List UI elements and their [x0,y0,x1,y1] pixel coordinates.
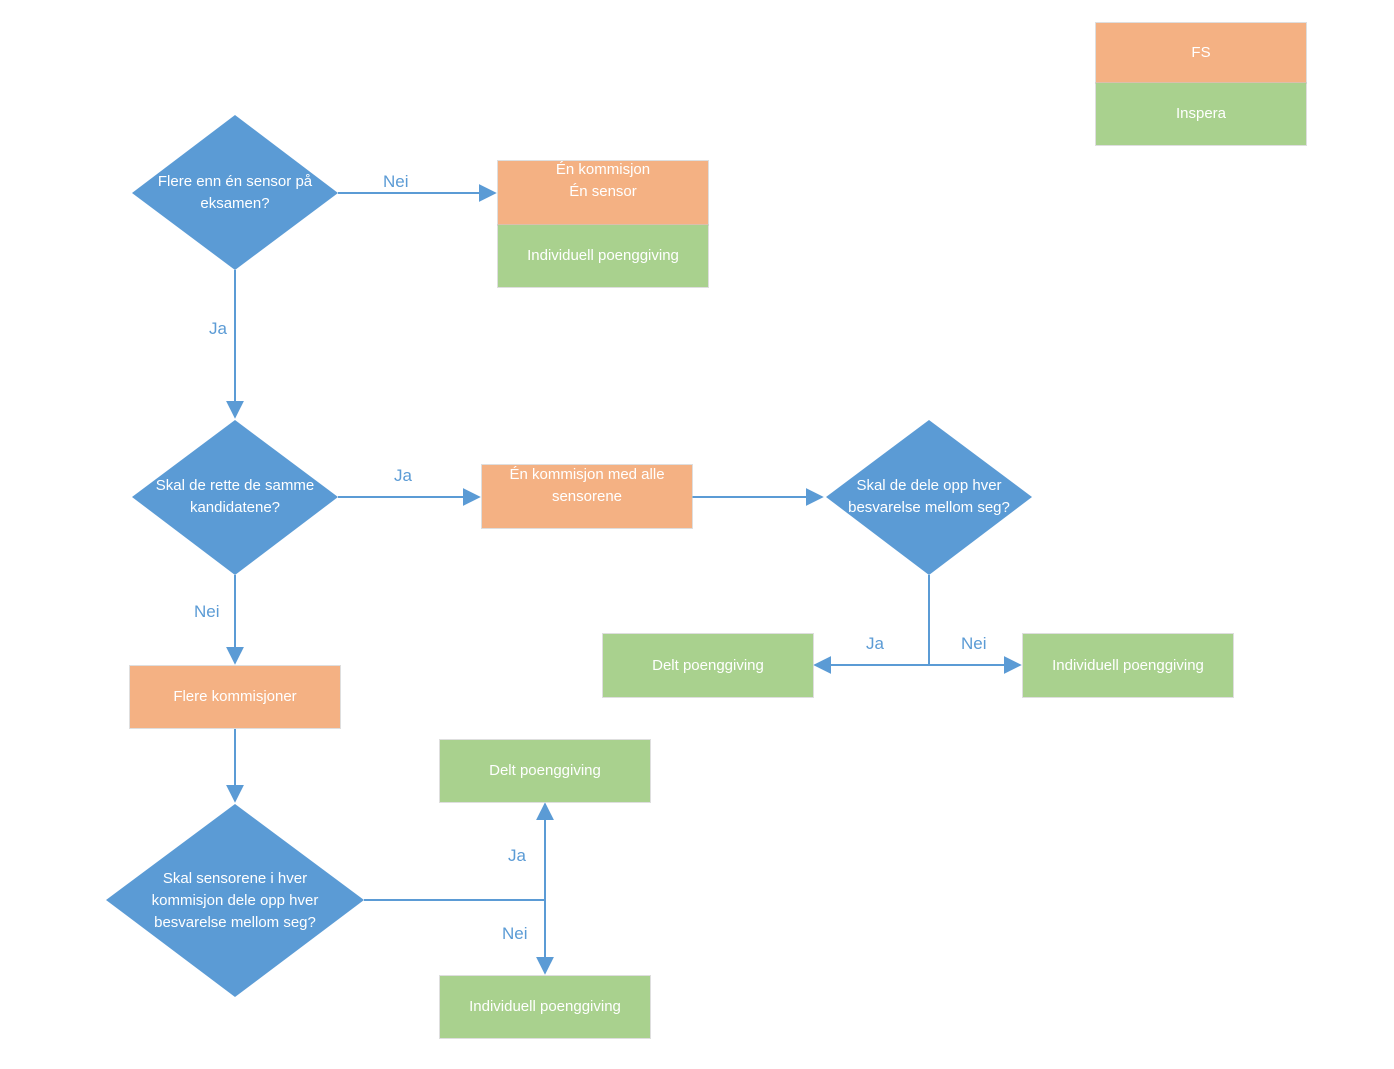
box-one-commission: Én kommisjon Én sensor [498,161,708,225]
decision-text-d2: Skal de rette de samme kandidatene? [132,467,338,527]
edge-label-d3-no: Nei [961,634,987,653]
edge-label-d2-yes: Ja [394,466,412,485]
box-individual-top-label: Individuell poenggiving [527,247,679,264]
decision-diamond-d4 [106,804,364,997]
legend-fs: FS [1096,23,1306,83]
legend-inspera-label: Inspera [1175,105,1227,122]
decision-label-d3: Skal de dele opp hver besvarelse mellom … [848,477,1010,516]
edge-label-d3-yes: Ja [866,634,884,653]
decision-label-d1: Flere enn én sensor på eksamen? [157,173,313,212]
box-one-commission-all-label: Én kommisjon med alle sensorene [509,466,665,505]
decision-text-d1: Flere enn én sensor på eksamen? [132,163,338,223]
decision-label-d4: Skal sensorene i hver kommisjon dele opp… [151,870,319,931]
decision-diamond-d1 [132,115,338,270]
legend-inspera: Inspera [1096,83,1306,145]
legend-fs-label: FS [1191,44,1211,61]
decision-label-d2: Skal de rette de samme kandidatene? [155,477,315,516]
decision-diamond-d2 [132,420,338,575]
box-individual-right: Individuell poenggiving [1023,634,1233,697]
edge-label-d1-no: Nei [383,172,409,191]
decision-text-d4: Skal sensorene i hver kommisjon dele opp… [116,865,354,937]
box-shared-right-label: Delt poenggiving [652,656,764,674]
box-individual-bottom: Individuell poenggiving [440,976,650,1038]
box-several-commissions-label: Flere kommisjoner [173,688,297,705]
box-individual-right-label: Individuell poenggiving [1052,656,1204,674]
box-shared-bottom-label: Delt poenggiving [489,762,601,779]
box-several-commissions: Flere kommisjoner [130,666,340,728]
box-individual-top: Individuell poenggiving [498,225,708,287]
edge-label-d4-no: Nei [502,924,528,943]
edge-label-d1-yes: Ja [209,319,227,338]
box-shared-bottom: Delt poenggiving [440,740,650,802]
box-one-commission-all: Én kommisjon med alle sensorene [482,465,692,528]
decision-text-d3: Skal de dele opp hver besvarelse mellom … [826,467,1032,527]
box-shared-right: Delt poenggiving [603,634,813,697]
edge-label-d2-no: Nei [194,602,220,621]
decision-diamond-d3 [826,420,1032,575]
edge-label-d4-yes: Ja [508,846,526,865]
box-one-commission-label: Én kommisjon Én sensor [555,161,651,200]
box-individual-bottom-label: Individuell poenggiving [469,998,621,1015]
